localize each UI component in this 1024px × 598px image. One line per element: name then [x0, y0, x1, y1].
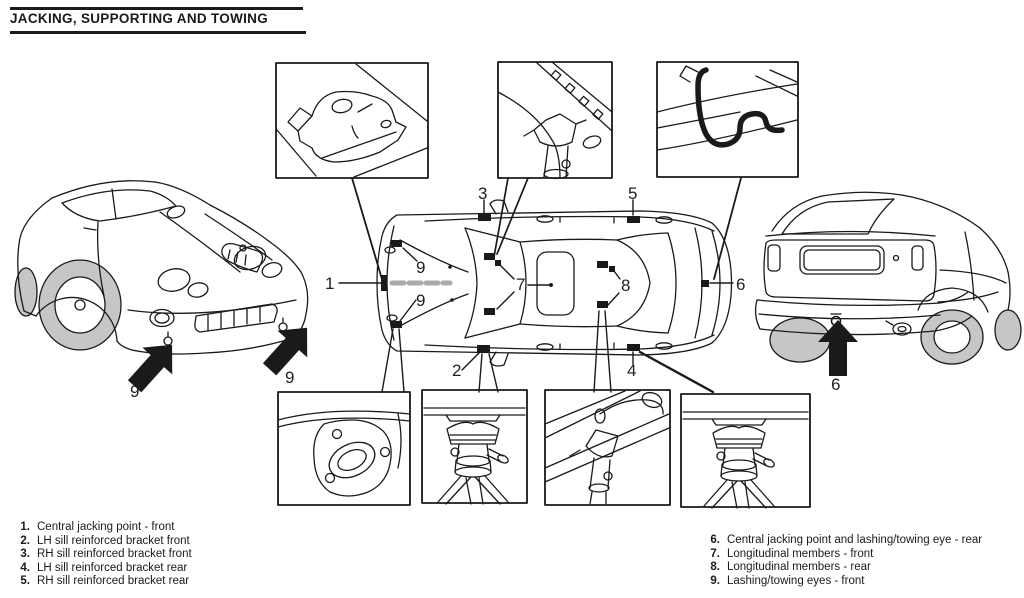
legend-right-column: 6.Central jacking point and lashing/towi…: [704, 534, 982, 588]
callout-label-9-front-car-right: 9: [285, 368, 295, 387]
legend-left-column: 1.Central jacking point - front 2.LH sil…: [14, 521, 192, 589]
page-title: JACKING, SUPPORTING AND TOWING: [10, 11, 269, 26]
marker-longitudinal-rear-c: [597, 301, 608, 308]
callout-label-9-plan-top: 9: [416, 258, 426, 277]
legend-item-2: 2.LH sill reinforced bracket front: [20, 534, 190, 547]
legend-item-3: 3.RH sill reinforced bracket front: [20, 548, 192, 561]
callout-label-8: 8: [621, 276, 631, 295]
legend-item-8: 8.Longitudinal members - rear: [710, 561, 871, 574]
legend-item-9: 9.Lashing/towing eyes - front: [710, 574, 865, 587]
legend-item-5: 5.RH sill reinforced bracket rear: [20, 575, 190, 588]
callout-label-9-plan-bottom: 9: [416, 291, 426, 310]
title-rule-bottom: [10, 31, 306, 34]
marker-sill-front-rh: [478, 214, 491, 221]
legend-item-7: 7.Longitudinal members - front: [710, 547, 874, 560]
callout-box-bottom-4: [680, 393, 811, 509]
callout-label-9-front-car-left: 9: [130, 382, 140, 401]
marker-central-rear: [701, 280, 709, 287]
jacking-point-markers: [381, 214, 709, 352]
marker-lashing-eye-front-lh: [391, 321, 402, 328]
rear-three-quarter-car: [754, 191, 1022, 365]
callout-box-bottom-3: [544, 389, 671, 506]
callout-label-1: 1: [325, 274, 335, 293]
callout-box-bottom-1: [277, 391, 411, 506]
legend-item-1: 1.Central jacking point - front: [20, 521, 175, 533]
tow-point-arrows: [119, 314, 858, 400]
callout-box-top-right: [656, 61, 799, 178]
title-rule-top: [10, 7, 303, 10]
marker-central-front: [381, 275, 387, 291]
callout-label-7: 7: [516, 275, 526, 294]
leader-lines: [338, 177, 742, 394]
callout-box-bottom-2: [421, 389, 528, 505]
callout-label-5: 5: [628, 184, 638, 203]
front-three-quarter-car: [14, 180, 309, 355]
marker-longitudinal-front-a: [484, 253, 495, 260]
legend-item-6: 6.Central jacking point and lashing/towi…: [710, 534, 983, 546]
marker-sill-rear-lh: [627, 344, 640, 351]
plan-view-car: [376, 199, 733, 367]
marker-sill-front-lh: [477, 345, 490, 352]
marker-sill-rear-rh: [627, 216, 640, 223]
callout-label-6-rear-car: 6: [831, 375, 841, 394]
callout-label-6-plan: 6: [736, 275, 746, 294]
legend-item-4: 4.LH sill reinforced bracket rear: [20, 561, 188, 574]
marker-lashing-eye-front-rh: [391, 240, 402, 247]
callout-label-4: 4: [627, 361, 637, 380]
marker-longitudinal-front-c: [484, 308, 495, 315]
marker-longitudinal-front-b: [495, 260, 501, 266]
callout-box-top-middle: [497, 61, 613, 180]
callout-box-top-left: [275, 62, 429, 179]
callout-label-3: 3: [478, 184, 488, 203]
marker-longitudinal-rear-a: [597, 261, 608, 268]
marker-longitudinal-rear-b: [609, 266, 615, 272]
callout-label-2: 2: [452, 361, 462, 380]
